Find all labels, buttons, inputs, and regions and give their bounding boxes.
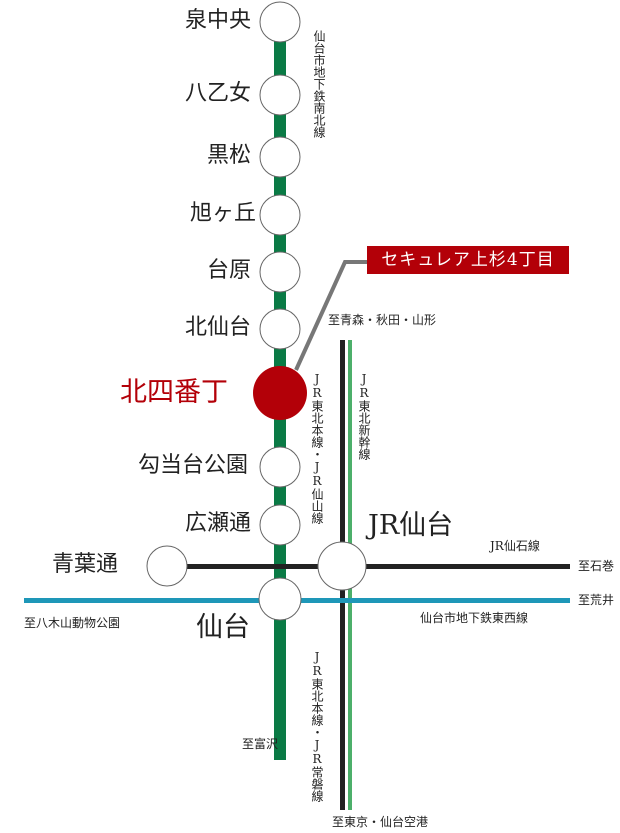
station-label-hirose-dori: 広瀬通 [185,511,252,536]
station-circle-kita-sendai[interactable] [259,308,301,350]
line-label-tozai: 仙台市地下鉄東西線 [420,611,529,625]
station-label-kita-yonbancho: 北四番丁 [120,377,228,408]
line-label-tohoku-joban: JR東北本線・JR常磐線 [310,650,324,802]
station-label-kotodai-koen: 勾当台公園 [138,453,249,478]
station-circle-asahigaoka[interactable] [259,194,301,236]
station-label-kita-sendai: 北仙台 [185,315,252,340]
station-label-yaotome: 八乙女 [185,81,252,106]
station-label-aoba-dori: 青葉通 [52,552,119,577]
station-label-asahigaoka: 旭ヶ丘 [190,201,257,226]
dest-tomizawa: 至富沢 [242,737,279,751]
station-circle-yaotome[interactable] [259,74,301,116]
dest-arai: 至荒井 [578,593,615,607]
dest-north: 至青森・秋田・山形 [328,313,437,327]
station-label-jr-sendai: JR仙台 [368,510,454,541]
station-label-kuromatsu: 黒松 [207,143,252,168]
property-badge[interactable]: セキュレア上杉4丁目 [367,246,569,274]
line-label-nanboku: 仙台市地下鉄南北線 [312,30,326,138]
station-circle-kita-yonbancho[interactable] [253,366,307,420]
line-label-senseki: JR仙石線 [490,539,540,553]
line-label-shinkansen: JR東北新幹線 [357,372,371,460]
station-circle-sendai[interactable] [258,577,302,621]
station-circle-kotodai-koen[interactable] [259,446,301,488]
station-circle-izumi-chuo[interactable] [259,1,301,43]
station-circle-dainohara[interactable] [259,251,301,293]
station-circle-jr-sendai[interactable] [317,541,367,591]
station-label-izumi-chuo: 泉中央 [185,8,252,33]
station-circle-kuromatsu[interactable] [259,136,301,178]
property-leader-line [294,260,367,371]
station-label-sendai: 仙台 [196,612,250,643]
dest-south: 至東京・仙台空港 [332,815,429,829]
station-label-dainohara: 台原 [207,258,252,283]
line-label-tohoku-senzan: JR東北本線・JR仙山線 [310,372,324,524]
dest-yagiyama: 至八木山動物公園 [24,616,121,630]
dest-ishinomaki: 至石巻 [578,559,615,573]
station-circle-aoba-dori[interactable] [146,545,188,587]
station-circle-hirose-dori[interactable] [259,504,301,546]
